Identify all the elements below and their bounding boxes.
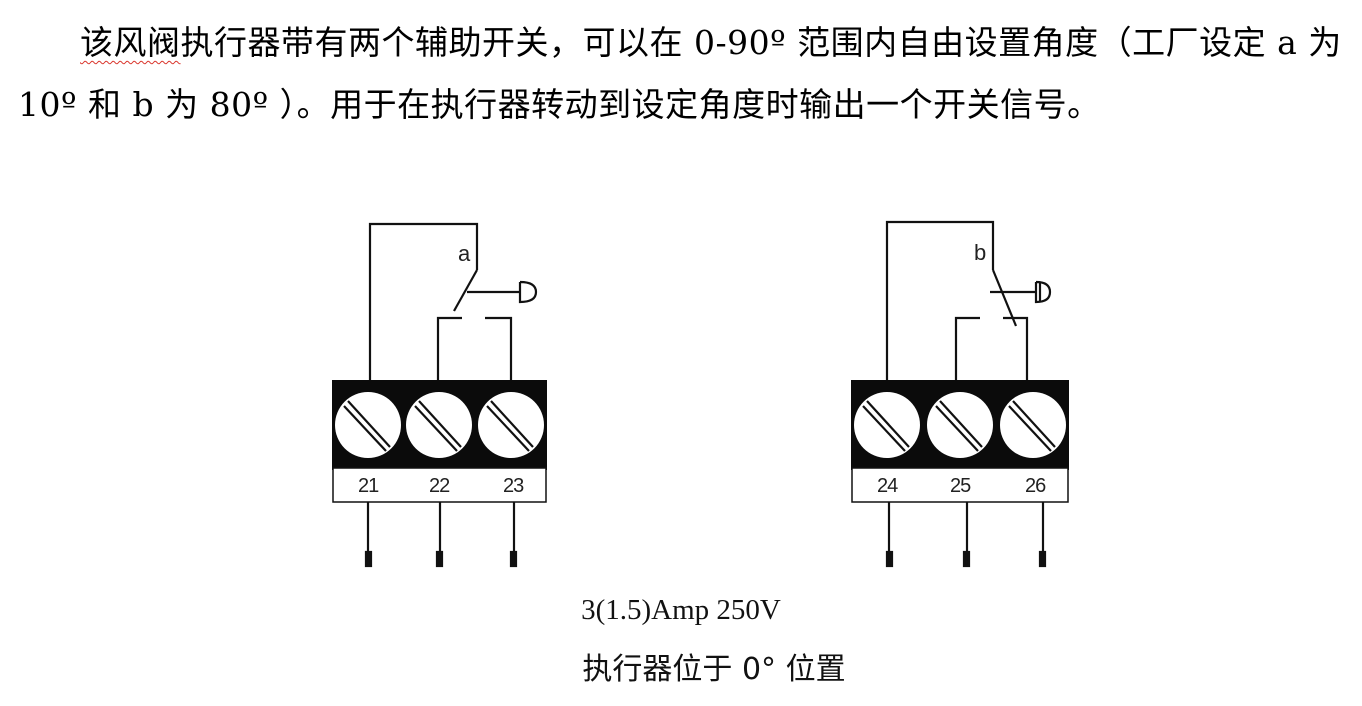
terminal-label-22: 22 [429,475,450,497]
terminal-screw-24 [852,390,922,460]
lead-wires-b [885,502,1047,568]
switch-b-group [885,220,1052,382]
switch-a-actuator-cam [518,280,538,304]
switch-a-common-wire [368,222,479,382]
switch-a-label: a [458,241,471,266]
terminal-block-a [332,380,547,503]
terminal-label-25: 25 [950,475,971,497]
terminal-label-23: 23 [503,475,524,497]
switch-b-label: b [974,240,986,265]
terminal-label-21: 21 [358,475,379,497]
switch-b-common-wire [885,220,995,382]
switch-a-contact-right [485,316,513,382]
switch-b-contact-right [1003,316,1029,382]
electrical-rating: 3(1.5)Amp 250V [581,594,781,626]
terminal-screw-26 [998,390,1068,460]
switch-a-contact-blade [453,269,478,312]
terminal-label-26: 26 [1025,475,1046,497]
terminal-screw-23 [476,390,546,460]
switch-b-actuator-cam [1034,280,1052,304]
spellcheck-underlined-text: 该风阀 [80,23,181,62]
lead-wires-a [364,502,518,568]
terminal-screw-25 [925,390,995,460]
switch-b-contact-blade [991,269,1018,327]
switch-a-group [368,222,538,382]
terminal-block-b [851,380,1069,503]
switch-b-contact-left [954,316,980,382]
terminal-screw-22 [404,390,474,460]
description-text: 执行器带有两个辅助开关，可以在 0-90º 范围内自由设置角度（工厂设定 a 为… [18,23,1342,124]
description-paragraph: 该风阀执行器带有两个辅助开关，可以在 0-90º 范围内自由设置角度（工厂设定 … [18,12,1348,136]
terminal-label-24: 24 [877,475,898,497]
switch-a-contact-left [436,316,462,382]
terminal-screw-21 [333,390,403,460]
position-caption: 执行器位于 0° 位置 [582,652,846,687]
